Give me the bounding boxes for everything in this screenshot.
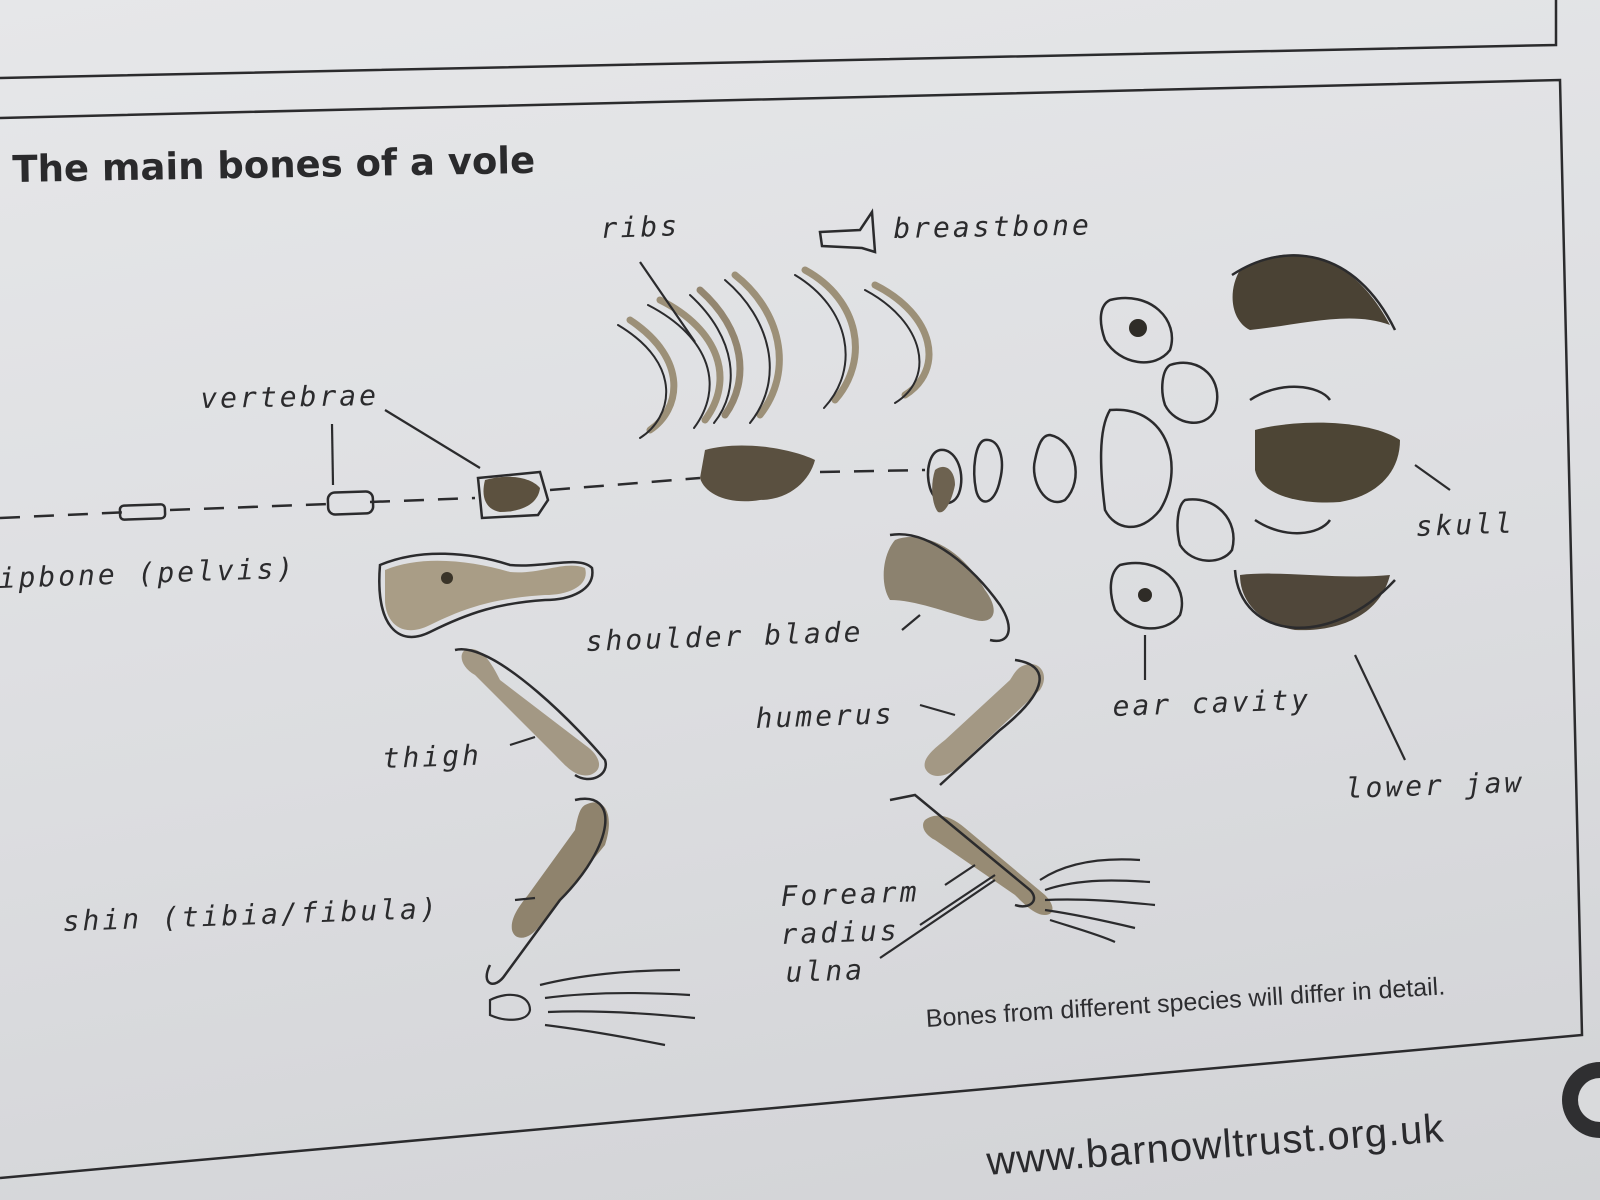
rib-bones bbox=[617, 266, 933, 439]
poster-title: The main bones of a vole bbox=[12, 138, 536, 191]
breastbone-outline bbox=[818, 208, 877, 254]
top-panel-border bbox=[0, 0, 1558, 80]
forearm-bone bbox=[889, 793, 1053, 915]
thigh-bone bbox=[454, 648, 607, 781]
vertebra-outlines bbox=[118, 433, 1077, 521]
skull-group bbox=[1099, 254, 1400, 631]
humerus-bone bbox=[924, 658, 1045, 786]
label-radius: radius bbox=[780, 913, 901, 951]
panel-frames bbox=[0, 0, 1584, 1180]
vertebrae-bones bbox=[483, 445, 955, 513]
label-ear-cavity: ear cavity bbox=[1112, 683, 1312, 723]
shin-bone bbox=[485, 797, 609, 985]
spine-dashes bbox=[0, 468, 926, 520]
pelvis-bone bbox=[378, 552, 594, 639]
main-panel-border bbox=[0, 78, 1584, 1180]
label-humerus: humerus bbox=[755, 697, 896, 735]
paw-outlines bbox=[488, 858, 1156, 1047]
label-ulna: ulna bbox=[785, 953, 866, 989]
label-forearm: Forearm bbox=[780, 875, 921, 913]
trust-logo bbox=[1562, 1062, 1600, 1138]
label-ribs: ribs bbox=[600, 209, 681, 245]
label-lower-jaw: lower jaw bbox=[1345, 765, 1525, 805]
label-skull: skull bbox=[1415, 506, 1516, 543]
label-leader-lines bbox=[330, 261, 1451, 959]
shoulder-blade-bone bbox=[883, 532, 1010, 643]
label-breastbone: breastbone bbox=[893, 208, 1093, 245]
label-vertebrae: vertebrae bbox=[200, 378, 380, 415]
label-thigh: thigh bbox=[382, 738, 483, 775]
